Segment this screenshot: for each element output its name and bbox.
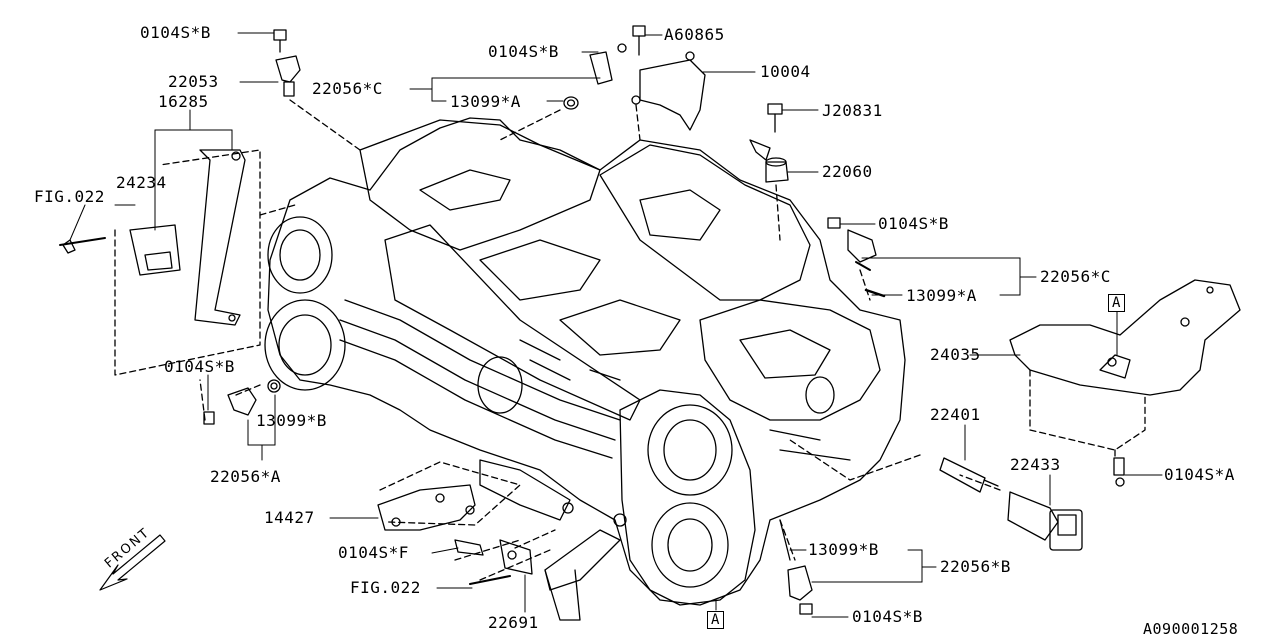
callout-j20831: J20831	[822, 101, 883, 120]
callout-22433: 22433	[1010, 455, 1061, 474]
callout-0104sb-top: 0104S*B	[140, 23, 211, 42]
callout-0104sb-right: 0104S*B	[878, 214, 949, 233]
callout-0104sb-bottom: 0104S*B	[852, 607, 923, 626]
callout-22056b: 22056*B	[940, 557, 1011, 576]
callout-0104sb-mid: 0104S*B	[488, 42, 559, 61]
callout-24234: 24234	[116, 173, 167, 192]
callout-13099a-top: 13099*A	[450, 92, 521, 111]
reference-box-a-bottom: A	[707, 611, 724, 629]
front-arrow-icon	[99, 534, 166, 591]
callout-16285: 16285	[158, 92, 209, 111]
callout-0104sb-left: 0104S*B	[164, 357, 235, 376]
callout-22691: 22691	[488, 613, 539, 632]
callout-0104sa: 0104S*A	[1164, 465, 1235, 484]
phantom-lines	[114, 99, 1146, 581]
callout-a60865: A60865	[664, 25, 725, 44]
callout-0104sf: 0104S*F	[338, 543, 409, 562]
callout-13099b-bottom: 13099*B	[808, 540, 879, 559]
callout-22056a: 22056*A	[210, 467, 281, 486]
callout-22056c-right: 22056*C	[1040, 267, 1111, 286]
callout-22056c-top: 22056*C	[312, 79, 383, 98]
callout-22053: 22053	[168, 72, 219, 91]
leader-lines	[69, 32, 1163, 618]
callout-22060: 22060	[822, 162, 873, 181]
ignition-parts	[203, 379, 1125, 615]
callout-24035: 24035	[930, 345, 981, 364]
callout-13099b-left: 13099*B	[256, 411, 327, 430]
engine-block	[264, 117, 906, 621]
cover-24035	[1009, 279, 1241, 396]
callout-fig022-bottom: FIG.022	[350, 578, 421, 597]
callout-22401: 22401	[930, 405, 981, 424]
diagram-id: A090001258	[1143, 620, 1239, 638]
callout-fig022-top: FIG.022	[34, 187, 105, 206]
sensor-parts-top	[273, 25, 886, 298]
reference-box-a-right: A	[1108, 294, 1125, 312]
callout-14427: 14427	[264, 508, 315, 527]
bracket-24234-assembly	[59, 149, 246, 326]
callout-10004: 10004	[760, 62, 811, 81]
callout-13099a-right: 13099*A	[906, 286, 977, 305]
